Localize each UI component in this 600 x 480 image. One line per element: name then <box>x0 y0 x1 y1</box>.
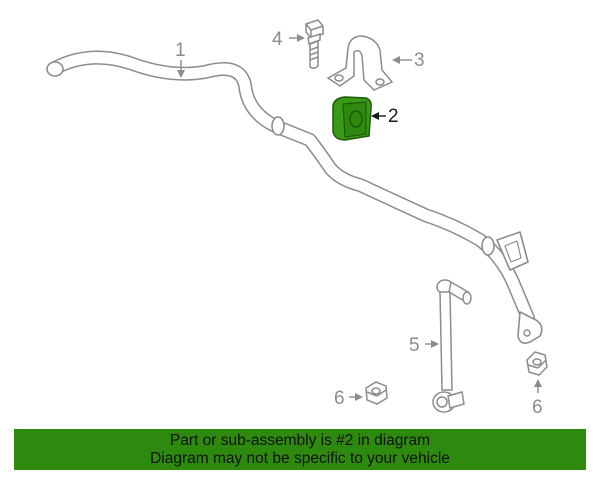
bracket-part[interactable] <box>326 35 394 91</box>
callout-5: 5 <box>409 335 420 356</box>
nut-right-part[interactable] <box>526 351 548 376</box>
footer-line-1: Part or sub-assembly is #2 in diagram <box>169 432 431 449</box>
footer-banner: Part or sub-assembly is #2 in diagram Di… <box>14 429 586 470</box>
callout-6-right: 6 <box>532 397 543 418</box>
nut-left-part[interactable] <box>365 381 388 405</box>
callout-2: 2 <box>388 106 399 127</box>
callout-6-left: 6 <box>334 388 345 409</box>
footer-line-2: Diagram may not be specific to your vehi… <box>150 450 450 467</box>
leader-line-2 <box>371 112 386 120</box>
leader-lines <box>177 34 542 401</box>
stabilizer-bar[interactable] <box>46 50 543 344</box>
callout-3: 3 <box>414 50 425 71</box>
callout-4: 4 <box>272 29 283 50</box>
stabilizer-link-part[interactable] <box>432 279 472 413</box>
bolt-part[interactable] <box>305 19 324 70</box>
parts-diagram: 1 2 3 4 5 6 6 <box>46 19 548 418</box>
bushing-part-highlighted[interactable] <box>332 96 372 141</box>
callout-1: 1 <box>175 40 186 61</box>
